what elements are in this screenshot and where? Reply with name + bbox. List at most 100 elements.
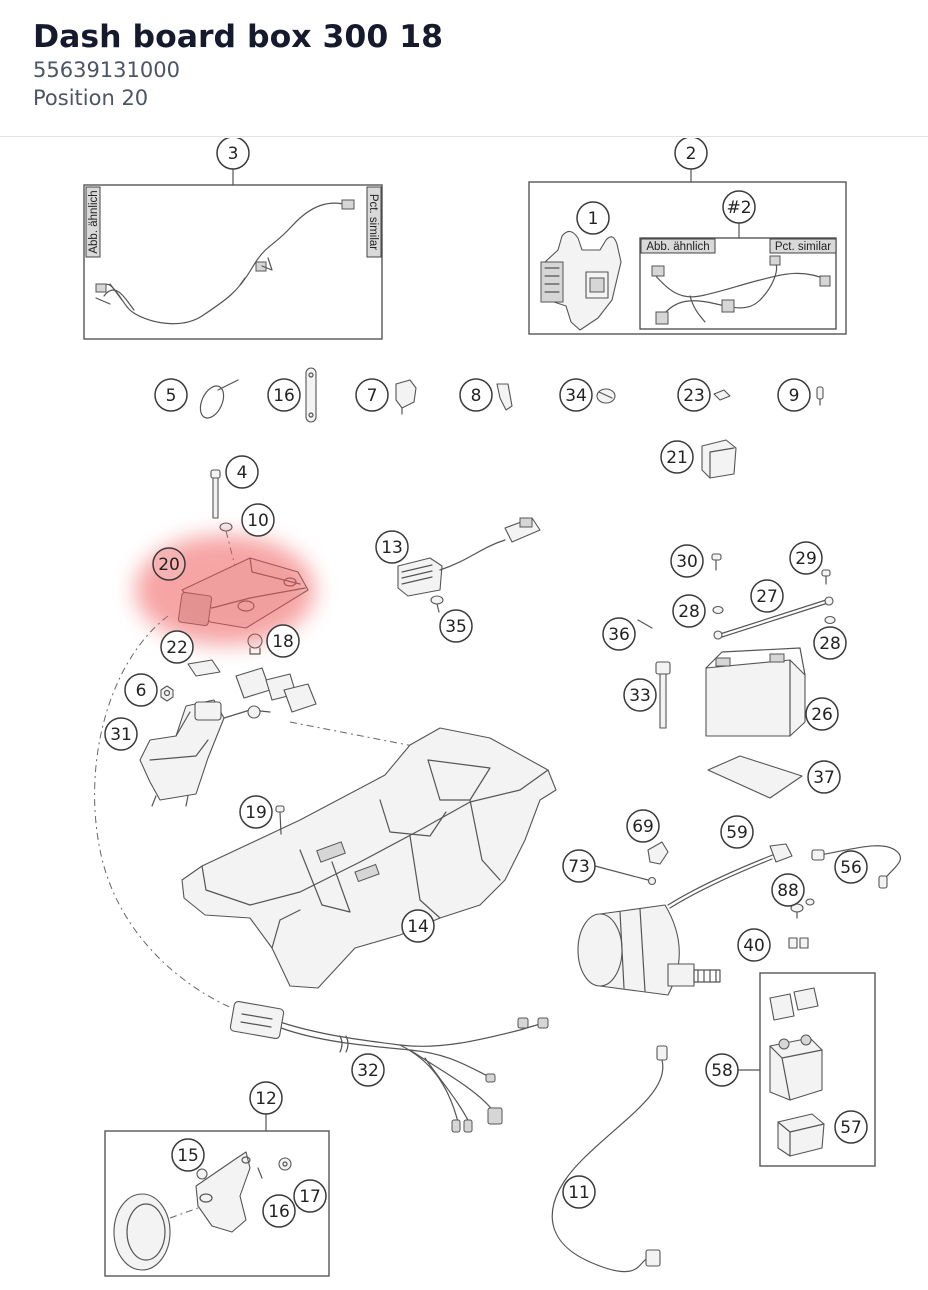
callout-label: 7 <box>367 386 378 406</box>
label-similar-en: Pct. similar <box>366 186 382 258</box>
callout-26[interactable]: 26 <box>805 697 839 731</box>
callout-33[interactable]: 33 <box>623 678 657 712</box>
rubber-bushing-part <box>596 388 616 404</box>
callout-13[interactable]: 13 <box>375 530 409 564</box>
callout-5[interactable]: 5 <box>154 378 188 412</box>
washer-part <box>219 522 233 532</box>
relay-cap-part <box>777 1113 825 1157</box>
exploded-parts-diagram: Abb. ähnlich Pct. similar <box>83 138 902 1277</box>
callout-label: 2 <box>686 144 697 164</box>
callout-label: 4 <box>237 463 248 483</box>
callout-label: 18 <box>272 632 294 652</box>
starter-relay-part <box>769 1034 823 1101</box>
callout-label: 29 <box>795 549 817 569</box>
callout-40[interactable]: 40 <box>737 928 771 962</box>
sensor-wire-part <box>551 1045 668 1273</box>
callout-27[interactable]: 27 <box>750 579 784 613</box>
callout-label: 21 <box>666 448 688 468</box>
callout-22[interactable]: 22 <box>160 630 194 664</box>
bolt-part-29 <box>821 569 831 585</box>
fuse-part <box>788 937 809 949</box>
screw-part-15 <box>196 1168 208 1180</box>
part-title: Dash board box 300 18 <box>33 19 444 55</box>
callout-label: 33 <box>629 686 651 706</box>
callout-9[interactable]: 9 <box>777 378 811 412</box>
callout-8[interactable]: 8 <box>459 378 493 412</box>
wire-harness-part <box>95 199 355 325</box>
callout-16[interactable]: 16 <box>267 378 301 412</box>
svg-text:Pct. similar: Pct. similar <box>775 241 831 253</box>
callout-15[interactable]: 15 <box>171 1138 205 1172</box>
callout-label: 26 <box>811 705 833 725</box>
callout-37[interactable]: 37 <box>807 760 841 794</box>
callout-59[interactable]: 59 <box>720 815 754 849</box>
callout-2[interactable]: 2 <box>674 138 708 170</box>
callout-1[interactable]: 1 <box>576 201 610 235</box>
main-harness-part <box>229 1000 549 1133</box>
svg-text:Abb. ähnlich: Abb. ähnlich <box>646 241 709 253</box>
screw-part <box>210 469 221 519</box>
battery-cable-part <box>713 596 834 640</box>
washer-part-28 <box>712 605 724 615</box>
callout-label: 28 <box>678 602 700 622</box>
callout-32[interactable]: 32 <box>351 1053 385 1087</box>
callout-36[interactable]: 36 <box>602 617 636 651</box>
clip-part <box>395 379 417 415</box>
bolt-part-35 <box>430 595 444 613</box>
callout-label: 20 <box>158 555 180 575</box>
callout-17[interactable]: 17 <box>293 1179 327 1213</box>
callout-18[interactable]: 18 <box>266 624 300 658</box>
callout-11[interactable]: 11 <box>562 1175 596 1209</box>
callout-58[interactable]: 58 <box>705 1053 739 1087</box>
callout-label: 28 <box>819 634 841 654</box>
callout-29[interactable]: 29 <box>789 541 823 575</box>
pin-part-16 <box>257 1167 263 1179</box>
callout-56[interactable]: 56 <box>834 850 868 884</box>
callout-21[interactable]: 21 <box>660 440 694 474</box>
ground-cable-part <box>811 845 902 889</box>
callout-28[interactable]: 28 <box>672 594 706 628</box>
callout-label: 16 <box>273 386 295 406</box>
callout-label: 11 <box>568 1183 590 1203</box>
callout-6[interactable]: 6 <box>124 673 158 707</box>
callout-20[interactable]: 20 <box>152 547 186 581</box>
bracket-part <box>496 383 513 411</box>
callout-label: #2 <box>726 198 751 218</box>
callout-10[interactable]: 10 <box>241 503 275 537</box>
callout-12[interactable]: 12 <box>249 1081 283 1115</box>
group-box-12 <box>104 1113 330 1277</box>
callout-4[interactable]: 4 <box>225 455 259 489</box>
bolt-part-30 <box>711 553 722 571</box>
callout-label: 8 <box>471 386 482 406</box>
strap-part <box>305 367 317 423</box>
clip-nut-part <box>713 389 731 401</box>
callout-3[interactable]: 3 <box>216 138 250 170</box>
callout-23[interactable]: 23 <box>677 378 711 412</box>
callout-sub-2[interactable]: #2 <box>722 190 756 224</box>
callout-30[interactable]: 30 <box>670 544 704 578</box>
callout-label: 5 <box>166 386 177 406</box>
callout-label: 19 <box>245 803 267 823</box>
callout-label: 14 <box>407 917 429 937</box>
callout-14[interactable]: 14 <box>401 909 435 943</box>
callout-19[interactable]: 19 <box>239 795 273 829</box>
callout-7[interactable]: 7 <box>355 378 389 412</box>
callout-73[interactable]: 73 <box>562 849 596 883</box>
callout-34[interactable]: 34 <box>559 378 593 412</box>
callout-31[interactable]: 31 <box>104 717 138 751</box>
callout-57[interactable]: 57 <box>834 1110 868 1144</box>
small-bolt-part <box>816 386 824 406</box>
callout-16[interactable]: 16 <box>262 1194 296 1228</box>
group-box-2: Abb. ähnlich Pct. similar <box>528 168 847 335</box>
callout-label: 30 <box>676 552 698 572</box>
callout-28[interactable]: 28 <box>813 626 847 660</box>
relay-fuse-part <box>769 987 819 1021</box>
svg-text:Pct. similar: Pct. similar <box>367 194 379 250</box>
nut-part <box>160 685 174 702</box>
callout-69[interactable]: 69 <box>626 809 660 843</box>
assembly-axis-line <box>169 1207 199 1219</box>
callout-88[interactable]: 88 <box>771 873 805 907</box>
callout-35[interactable]: 35 <box>439 609 473 643</box>
bolt-part-36 <box>637 619 653 629</box>
